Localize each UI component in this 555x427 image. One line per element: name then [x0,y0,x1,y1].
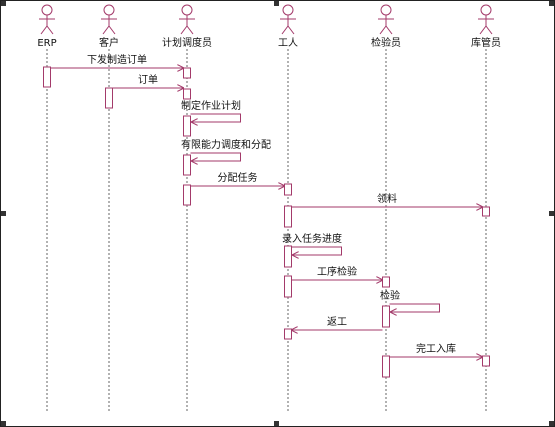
activation-bar [284,205,292,228]
message-label: 订单 [138,74,158,86]
selection-handle[interactable] [1,1,6,6]
actor-erp[interactable]: ERP [37,4,57,49]
activation-bar [43,66,51,88]
activation-bar [183,184,191,206]
activation-bar [284,245,292,268]
self-message[interactable]: 有限能力调度和分配 [181,138,271,161]
message-arrow[interactable]: 订单 [112,74,184,88]
actor-name: 工人 [278,37,298,49]
message-label: 制定作业计划 [181,99,241,112]
activation-bar [183,115,191,137]
message-arrow[interactable]: 完工入库 [389,342,483,357]
self-message[interactable]: 制定作业计划 [181,99,241,122]
activation-bar [284,275,292,298]
selection-handle[interactable] [1,211,6,216]
message-arrow[interactable]: 工序检验 [291,265,383,280]
message-label: 完工入库 [416,342,456,355]
message-label: 分配任务 [218,171,258,184]
activation-bar [382,276,390,288]
activation-bar [183,88,191,100]
message-label: 录入任务进度 [282,232,342,245]
actor-name: 客户 [99,36,119,49]
activation-bar [284,183,292,196]
message-arrow[interactable]: 下发制造订单 [50,53,184,68]
actor-name: ERP [37,38,56,49]
message-arrow[interactable]: 分配任务 [190,171,285,186]
selection-handle[interactable] [549,421,554,426]
self-message[interactable]: 检验 [380,289,440,312]
message-label: 工序检验 [317,265,357,278]
actor-worker[interactable]: 工人 [278,4,298,49]
selection-handle[interactable] [1,421,6,426]
activation-bar [183,67,191,79]
selection-handle[interactable] [274,1,279,6]
actor-name: 计划调度员 [162,36,212,49]
activation-bar [105,87,113,109]
actor-name: 库管员 [471,36,501,49]
actor-customer[interactable]: 客户 [99,4,119,49]
message-label: 下发制造订单 [87,53,147,66]
activation-bar [482,355,490,367]
actor-warehouse[interactable]: 库管员 [471,4,501,49]
self-message[interactable]: 录入任务进度 [282,232,342,255]
selection-handle[interactable] [549,1,554,6]
selection-handle[interactable] [274,421,279,426]
activation-bar [183,154,191,176]
activation-bar [382,305,390,328]
message-label: 领料 [377,192,397,205]
activation-bar [284,328,292,340]
actor-name: 检验员 [371,36,401,49]
actor-planner[interactable]: 计划调度员 [162,4,212,49]
message-label: 检验 [380,289,400,302]
actor-inspector[interactable]: 检验员 [371,4,401,49]
message-arrow[interactable]: 返工 [292,316,383,330]
message-label: 返工 [327,316,347,328]
activation-bar [482,206,490,217]
selection-handle[interactable] [549,211,554,216]
message-arrow[interactable]: 领料 [291,192,483,207]
activation-bar [382,355,390,378]
message-label: 有限能力调度和分配 [181,138,271,151]
